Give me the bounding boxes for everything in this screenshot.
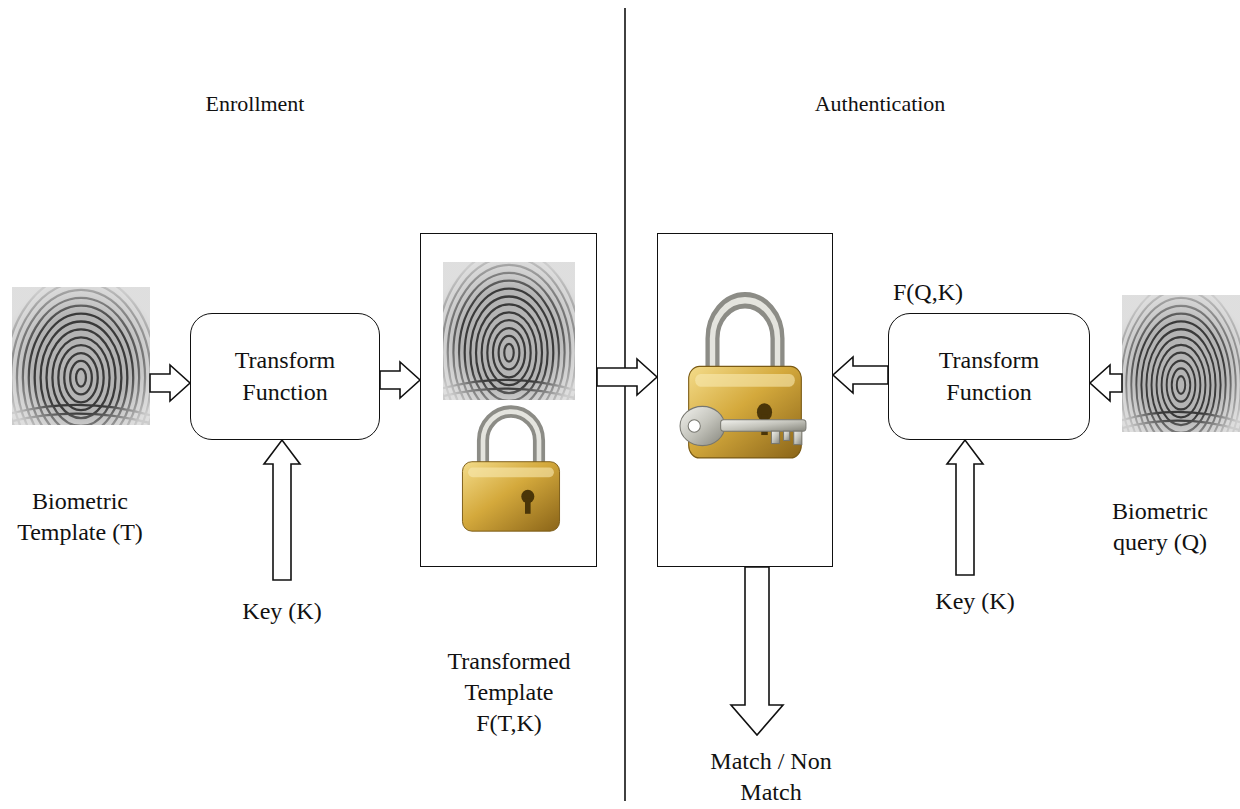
fingerprint-image	[1116, 282, 1240, 488]
box-text: Transform Function	[210, 345, 360, 407]
flow-arrow	[833, 357, 888, 393]
box-text: Transform Function	[914, 345, 1064, 407]
input-arrow	[1090, 365, 1122, 401]
box-heading: Match / Non Match	[701, 746, 841, 808]
key-arrow	[947, 440, 983, 575]
input-label: Biometric query (Q)	[1095, 496, 1225, 558]
key-icon	[680, 406, 806, 445]
divider-line	[624, 8, 626, 801]
section-title: Authentication	[770, 90, 990, 119]
fingerprint-image	[436, 249, 581, 456]
box-heading: Transformed Template F(T,K)	[434, 646, 584, 740]
edge-label: F(Q,K)	[891, 277, 965, 308]
padlock-icon	[462, 412, 559, 532]
output-arrow	[731, 567, 783, 735]
key-arrow	[264, 440, 300, 580]
matcher-box: Match / Non Match	[657, 233, 833, 567]
input-label: Biometric Template (T)	[10, 486, 150, 548]
input-arrow	[150, 365, 190, 401]
flow-arrow	[597, 359, 657, 395]
process-box: Transform Function	[190, 313, 380, 440]
fingerprint-image	[5, 274, 157, 481]
template-box: Transformed Template F(T,K)	[420, 233, 597, 567]
key-label: Key (K)	[915, 586, 1035, 617]
section-title: Enrollment	[145, 90, 365, 119]
process-box: Transform Function	[888, 313, 1090, 440]
flow-arrow	[380, 362, 420, 398]
key-label: Key (K)	[222, 596, 342, 627]
